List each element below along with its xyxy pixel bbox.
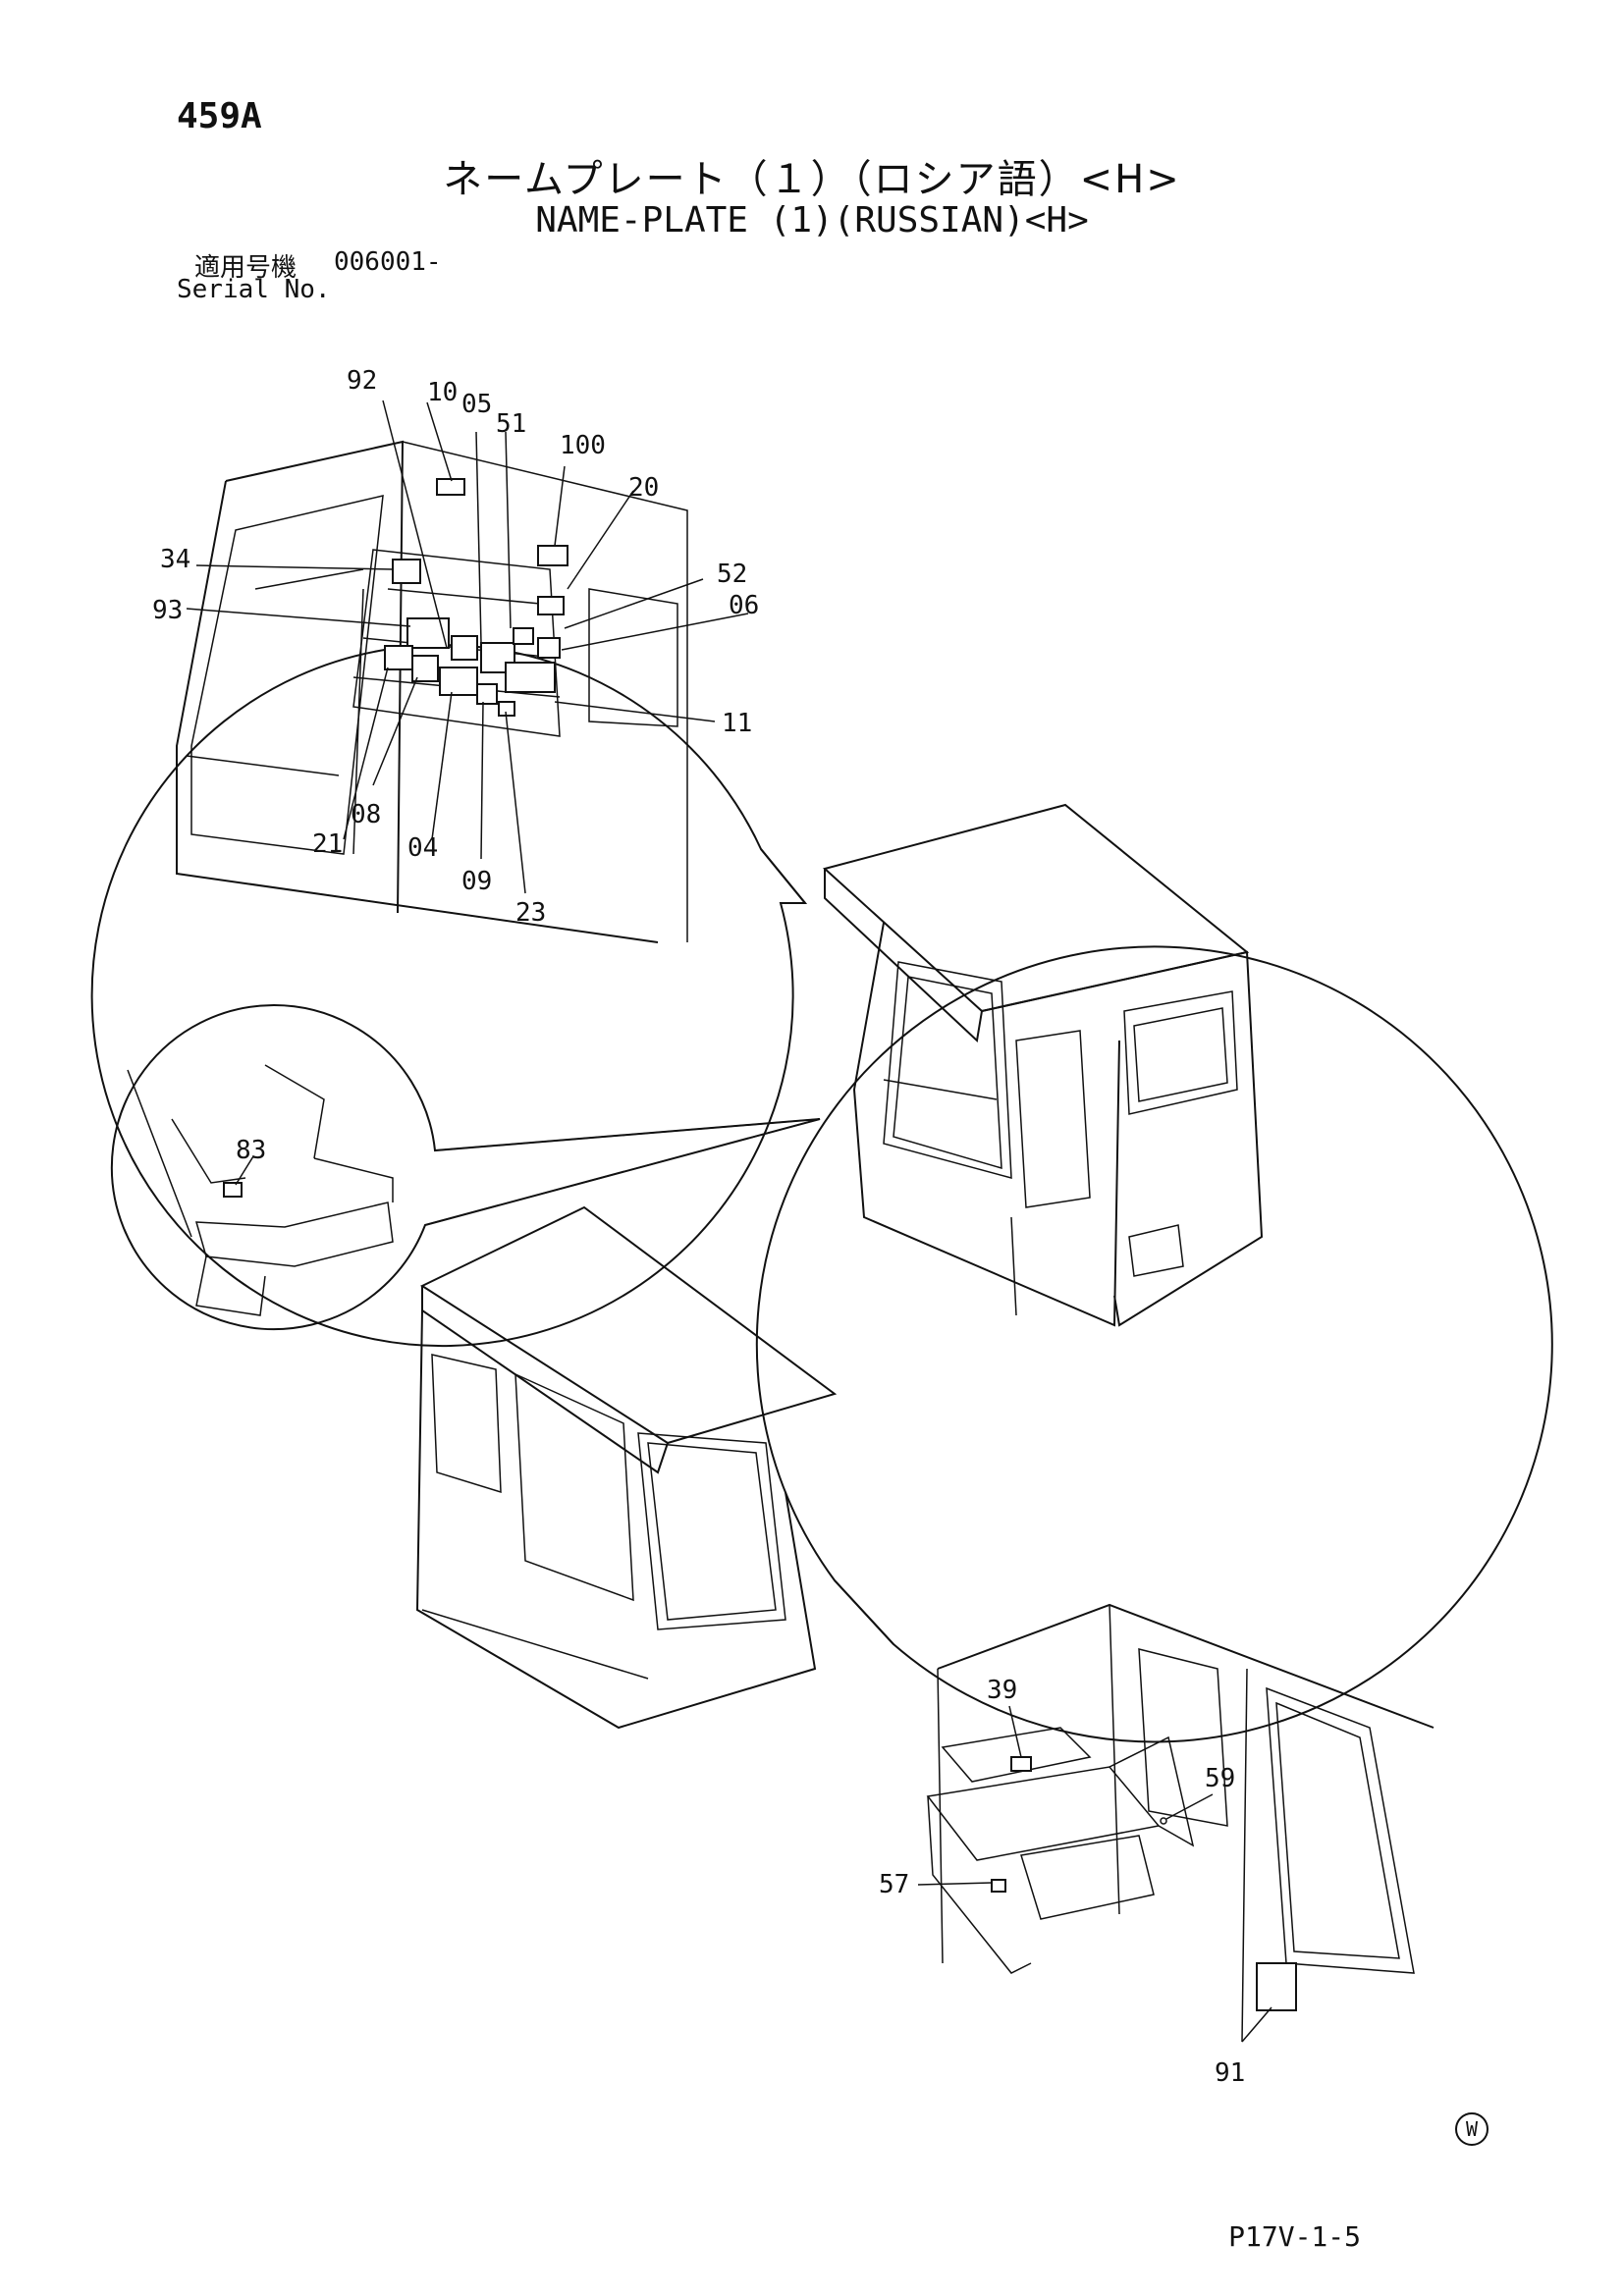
serial-value: 006001- xyxy=(334,247,442,277)
left-detail-circle xyxy=(110,1004,821,1331)
callout-08: 08 xyxy=(351,800,381,829)
callout-57: 57 xyxy=(879,1870,909,1899)
callout-93: 93 xyxy=(152,596,183,625)
title-english: NAME-PLATE (1)(RUSSIAN)<H> xyxy=(535,200,1089,240)
callout-59: 59 xyxy=(1205,1764,1235,1793)
callout-34: 34 xyxy=(160,545,190,574)
callout-91: 91 xyxy=(1215,2058,1245,2088)
callout-52: 52 xyxy=(717,560,747,589)
bottom-detail-circle xyxy=(755,945,1553,2043)
callout-21: 21 xyxy=(312,829,343,859)
callout-20: 20 xyxy=(628,473,659,503)
callout-06: 06 xyxy=(729,591,759,620)
callout-83: 83 xyxy=(236,1136,266,1165)
cab-lower-view xyxy=(415,1205,838,1730)
top-circle-pointer xyxy=(760,848,806,904)
top-detail-circle xyxy=(90,400,808,1348)
callout-92: 92 xyxy=(347,366,377,396)
callout-05: 05 xyxy=(461,390,492,419)
callout-23: 23 xyxy=(515,898,546,928)
serial-label-japanese: 適用号機 xyxy=(194,253,298,283)
callout-51: 51 xyxy=(496,409,526,439)
callout-100: 100 xyxy=(560,431,606,460)
callout-11: 11 xyxy=(722,709,752,738)
serial-label-english: Serial No. xyxy=(177,275,331,304)
callout-09: 09 xyxy=(461,867,492,896)
w-mark: W xyxy=(1455,2112,1489,2146)
callout-10: 10 xyxy=(427,378,458,407)
callout-04: 04 xyxy=(407,833,438,863)
title-japanese: ネームプレート（１）（ロシア語）<H> xyxy=(443,157,1181,202)
page-reference: P17V-1-5 xyxy=(1228,2220,1361,2253)
cab-upper-view xyxy=(822,803,1264,1327)
callout-39: 39 xyxy=(987,1676,1017,1705)
page-code: 459A xyxy=(177,96,262,136)
